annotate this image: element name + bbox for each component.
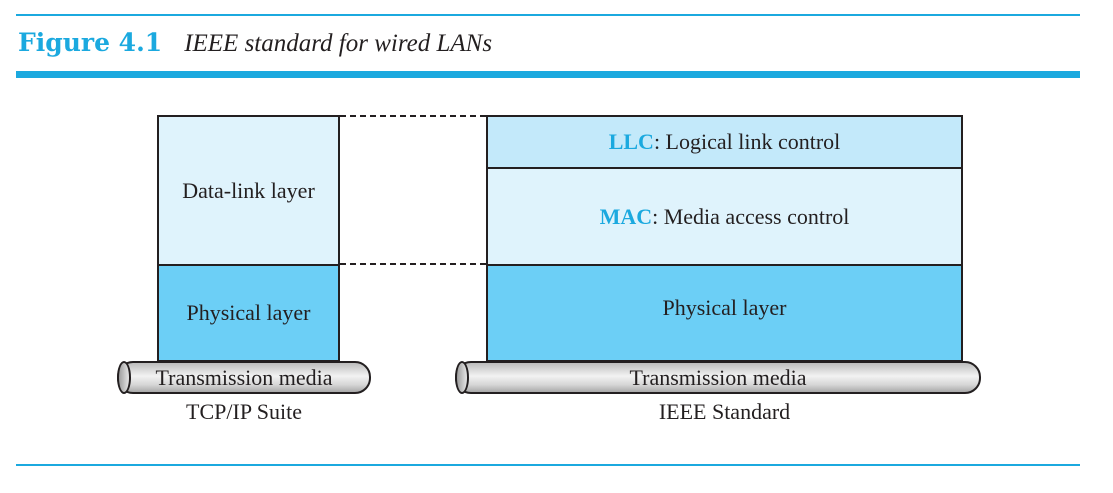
cable-icon xyxy=(455,361,981,394)
cable-end-icon xyxy=(455,361,469,394)
ieee-standard-label: IEEE Standard xyxy=(658,399,791,424)
cable-end-icon xyxy=(117,361,131,394)
llc-label: LLC: Logical link control xyxy=(609,129,841,155)
ieee-llc-sublayer: LLC: Logical link control xyxy=(486,115,963,169)
tcpip-data-link-layer: Data-link layer xyxy=(157,115,340,266)
ieee-physical-label: Physical layer xyxy=(662,295,787,320)
figure-title: IEEE standard for wired LANs xyxy=(184,30,493,57)
tcpip-physical-label: Physical layer xyxy=(186,300,311,325)
caption-rule xyxy=(16,71,1080,78)
tcpip-physical-layer: Physical layer xyxy=(157,264,340,362)
mac-acronym: MAC xyxy=(599,203,653,229)
cable-icon xyxy=(117,361,371,394)
dashed-connector-top xyxy=(340,115,486,117)
tcpip-data-link-label: Data-link layer xyxy=(182,177,315,203)
mac-label: MAC: Media access control xyxy=(600,204,850,230)
figure-caption: Figure 4.1 IEEE standard for wired LANs xyxy=(18,28,492,58)
dashed-connector-bottom xyxy=(340,263,486,265)
top-rule xyxy=(16,14,1080,16)
llc-text: : Logical link control xyxy=(653,129,841,154)
llc-acronym: LLC xyxy=(608,129,654,154)
tcpip-media-label: Transmission media xyxy=(155,364,333,390)
ieee-media-label: Transmission media xyxy=(629,364,807,390)
figure-label: Figure 4.1 xyxy=(18,28,163,57)
ieee-transmission-media: Transmission media xyxy=(455,361,981,394)
mac-text: : Media access control xyxy=(652,203,850,229)
bottom-rule xyxy=(16,464,1080,466)
ieee-mac-sublayer: MAC: Media access control xyxy=(486,167,963,266)
tcpip-suite-label: TCP/IP Suite xyxy=(186,399,302,424)
ieee-physical-layer: Physical layer xyxy=(486,264,963,362)
tcpip-transmission-media: Transmission media xyxy=(117,361,371,394)
